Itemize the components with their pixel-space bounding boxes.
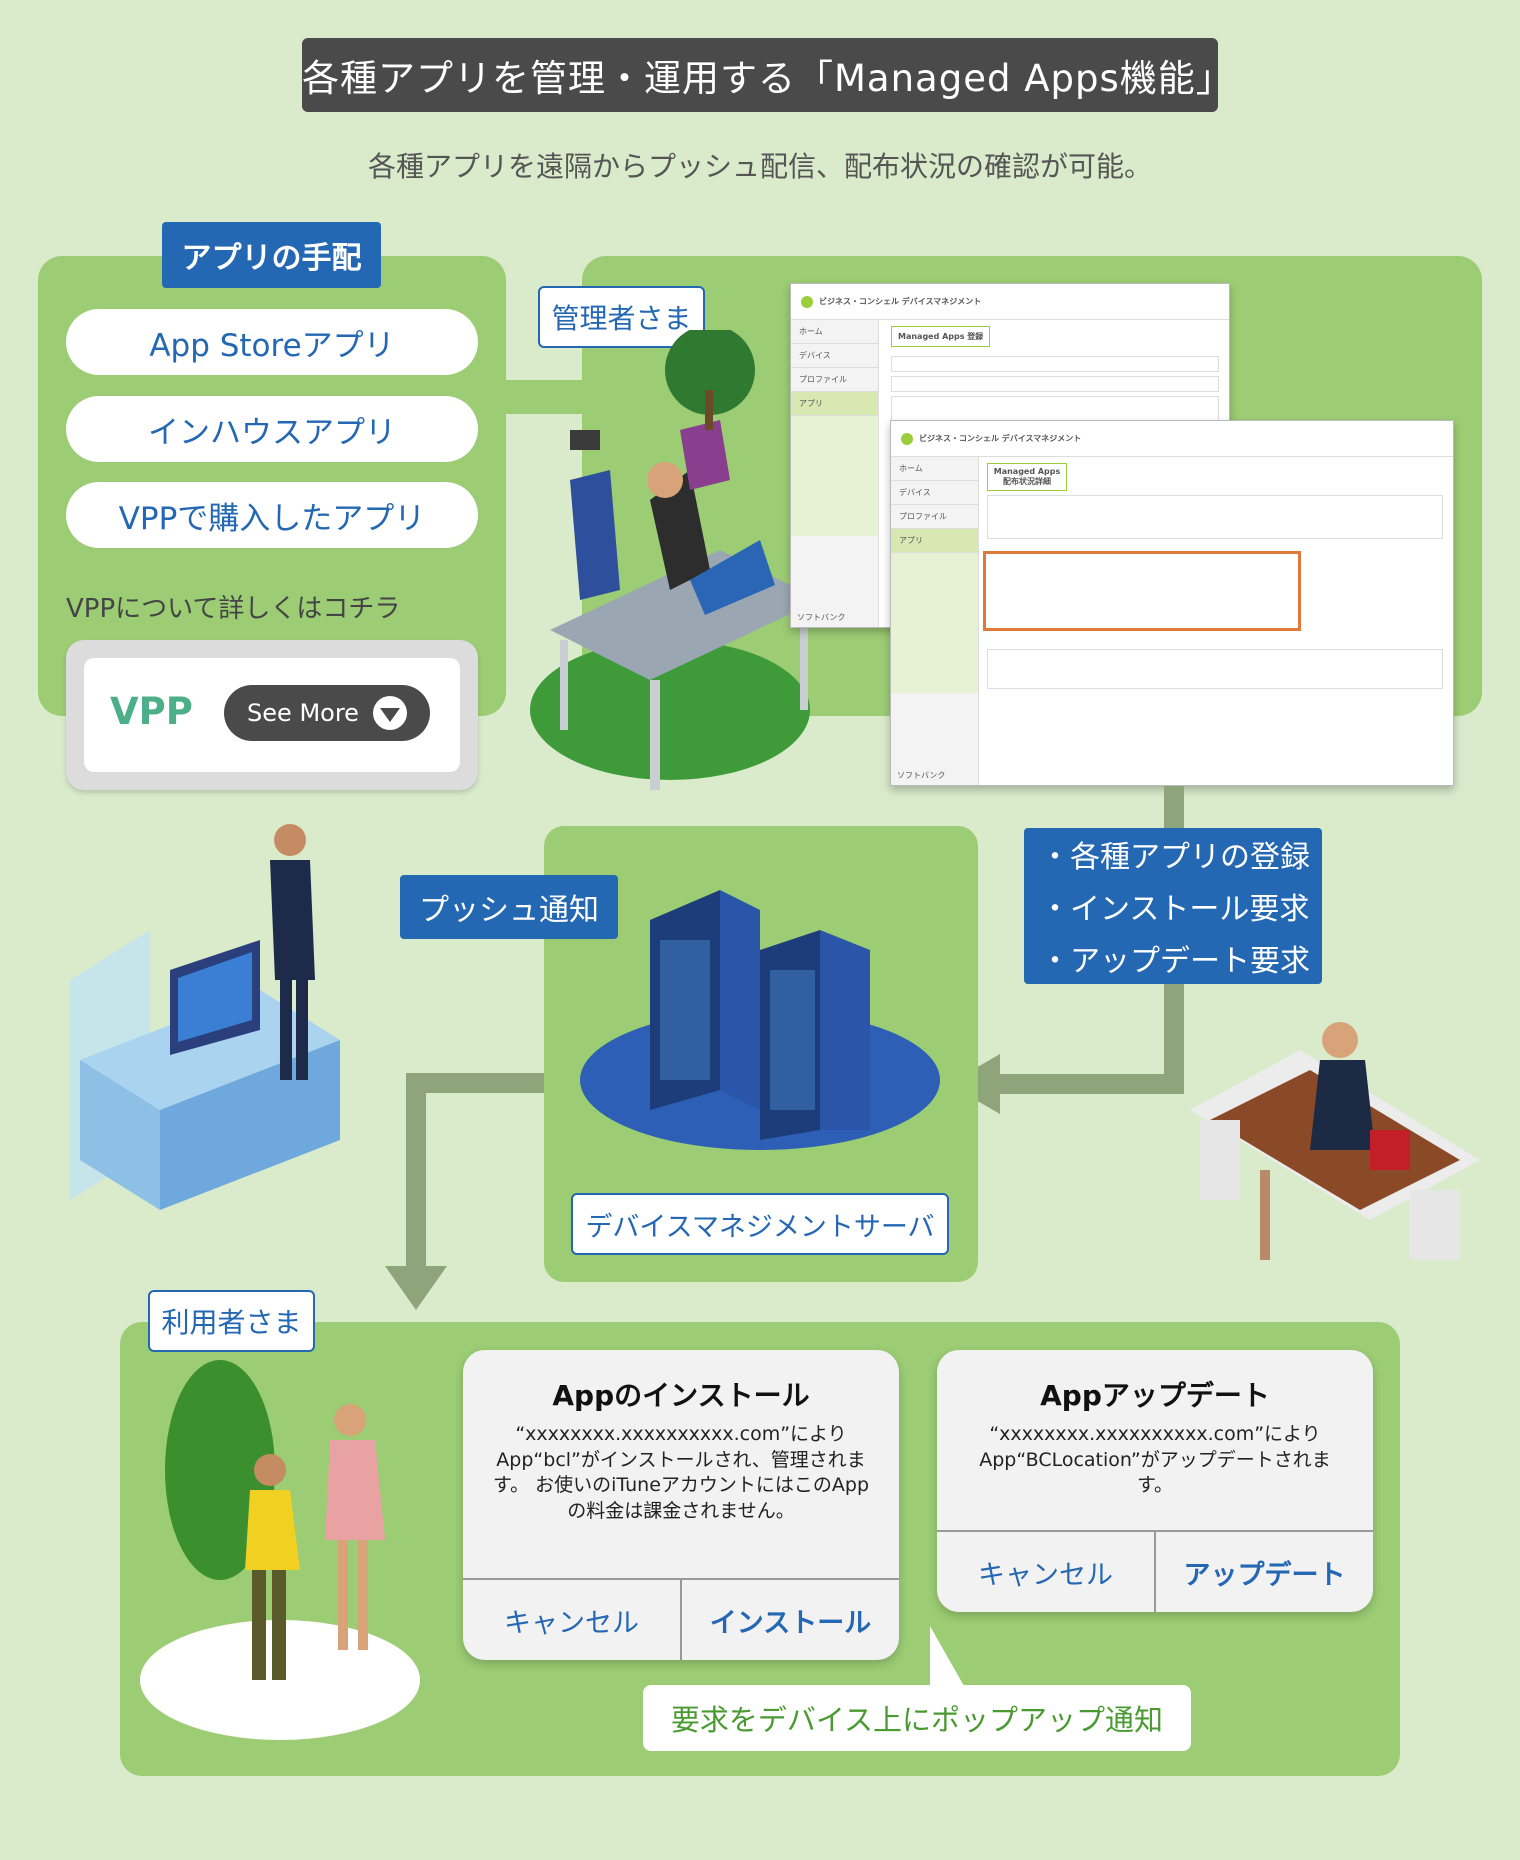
side-apps-2: アプリ: [891, 529, 978, 553]
app-arrangement-tag: アプリの手配: [162, 222, 381, 288]
popup-note: 要求をデバイス上にポップアップ通知: [643, 1685, 1191, 1751]
side-apps: アプリ: [791, 392, 878, 416]
logo-icon: [801, 295, 813, 308]
admin-tag: 管理者さま: [538, 286, 705, 348]
update-dialog-message: “xxxxxxxx.xxxxxxxxxx.com”により App“BCLocat…: [979, 1423, 1331, 1497]
vpp-card: VPP See More: [66, 640, 478, 790]
request-update: ・アップデート要求: [1040, 944, 1310, 979]
install-confirm-button[interactable]: インストール: [680, 1580, 899, 1660]
screen-title: ビジネス・コンシェル デバイスマネジメント: [819, 297, 982, 306]
screen-section: Managed Apps 登録: [891, 326, 991, 347]
vpp-apps: VPPで購入したアプリ: [66, 482, 478, 548]
request-register: ・各種アプリの登録: [1040, 840, 1310, 875]
see-more-button[interactable]: See More: [224, 685, 430, 741]
arrow-down-icon: [385, 1266, 447, 1310]
update-dialog: Appアップデート “xxxxxxxx.xxxxxxxxxx.com”により A…: [937, 1350, 1373, 1612]
side-profile-2: プロファイル: [891, 505, 978, 529]
app-store-apps: App Storeアプリ: [66, 309, 478, 375]
flow-line-2: [1164, 984, 1184, 1094]
install-dialog: Appのインストール “xxxxxxxx.xxxxxxxxxx.com”により …: [463, 1350, 899, 1660]
page-title: 各種アプリを管理・運用する「Managed Apps機能」: [302, 38, 1233, 112]
chevron-down-icon: [372, 696, 407, 730]
office-worker-illustration: [70, 824, 340, 1210]
update-confirm-button[interactable]: アップデート: [1154, 1532, 1373, 1612]
screen-footer-2: ソフトバンク: [897, 771, 946, 780]
push-tag: プッシュ通知: [400, 875, 618, 939]
vpp-label: VPP: [110, 690, 193, 733]
install-cancel-button[interactable]: キャンセル: [504, 1607, 639, 1639]
request-install: ・インストール要求: [1040, 892, 1310, 927]
install-dialog-title: Appのインストール: [552, 1379, 810, 1412]
install-dialog-message: “xxxxxxxx.xxxxxxxxxx.com”により App“bcl”がイン…: [492, 1423, 870, 1522]
flow-line-4: [406, 1073, 544, 1093]
bench-woman-illustration: [1190, 1022, 1480, 1260]
screen-footer: ソフトバンク: [797, 613, 846, 622]
status-filter-box: [983, 551, 1301, 631]
flow-line-3: [998, 1074, 1184, 1094]
side-device: デバイス: [791, 344, 878, 368]
server-illustration: [580, 890, 940, 1150]
flow-line-5: [406, 1073, 426, 1271]
users-tag: 利用者さま: [148, 1290, 315, 1352]
requests-box: ・各種アプリの登録 ・インストール要求 ・アップデート要求: [1024, 828, 1322, 984]
side-profile: プロファイル: [791, 368, 878, 392]
screen-title-2: ビジネス・コンシェル デバイスマネジメント: [919, 434, 1082, 443]
side-home: ホーム: [791, 320, 878, 344]
users-illustration: [140, 1360, 420, 1740]
see-more-label: See More: [247, 699, 359, 727]
connector-bar: [500, 380, 590, 414]
update-cancel-button[interactable]: キャンセル: [978, 1559, 1113, 1591]
server-label: デバイスマネジメントサーバ: [571, 1193, 949, 1255]
side-device-2: デバイス: [891, 481, 978, 505]
vpp-note: VPPについて詳しくはコチラ: [66, 594, 401, 624]
admin-screen-status: ビジネス・コンシェル デバイスマネジメント ホーム デバイス プロファイル アプ…: [890, 420, 1454, 786]
logo-icon: [901, 432, 913, 445]
side-home-2: ホーム: [891, 457, 978, 481]
popup-note-pointer: [930, 1626, 964, 1686]
page-subtitle: 各種アプリを遠隔からプッシュ配信、配布状況の確認が可能。: [367, 150, 1152, 183]
admin-desk-illustration: [530, 330, 820, 790]
screen-section-2: Managed Apps 配布状況詳細: [987, 463, 1067, 491]
inhouse-apps: インハウスアプリ: [66, 396, 478, 462]
update-dialog-title: Appアップデート: [1040, 1379, 1270, 1412]
